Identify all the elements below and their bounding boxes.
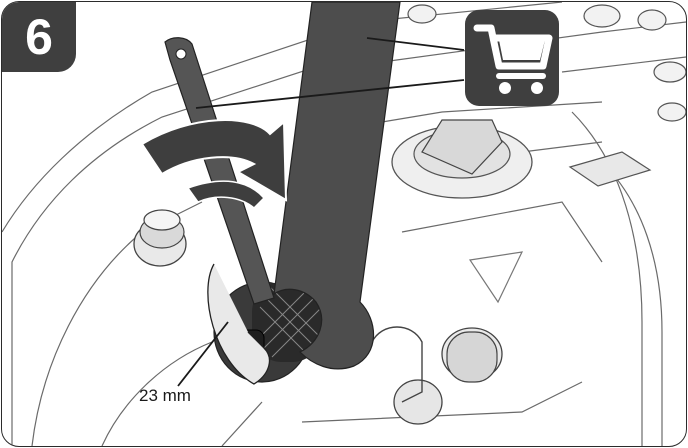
control-knobs xyxy=(407,4,686,122)
hook-wrench-leader xyxy=(366,37,465,51)
shopping-cart-badge xyxy=(465,10,559,106)
shopping-cart-icon xyxy=(473,24,553,94)
dimension-leader xyxy=(177,321,229,387)
left-connector xyxy=(133,209,187,267)
dimension-label: 23 mm xyxy=(139,386,191,405)
knurl-pattern xyxy=(259,286,323,358)
right-connector xyxy=(371,326,503,425)
step-number: 6 xyxy=(25,9,53,65)
warning-triangle-icon xyxy=(468,251,524,304)
hook-wrench xyxy=(273,2,401,370)
open-end-wrench xyxy=(164,37,275,385)
open-wrench-leader xyxy=(195,79,465,109)
leader-lines xyxy=(177,37,465,387)
rotation-arrow-icon xyxy=(140,119,288,210)
selector-dial xyxy=(391,119,533,199)
display-panel xyxy=(568,151,652,187)
step-number-badge: 6 xyxy=(2,2,76,72)
